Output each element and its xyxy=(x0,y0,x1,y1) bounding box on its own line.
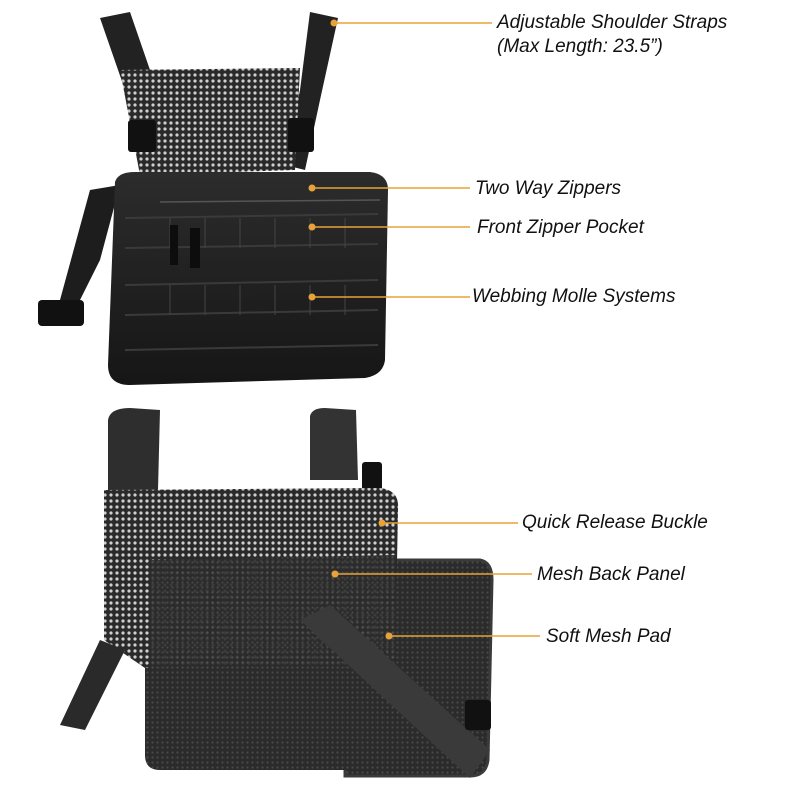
callout-title: Webbing Molle Systems xyxy=(472,286,676,307)
callout-subtitle: (Max Length: 23.5”) xyxy=(497,36,663,57)
callout-title: Adjustable Shoulder Straps xyxy=(497,12,728,33)
callout-title: Soft Mesh Pad xyxy=(546,626,671,647)
callout-lines xyxy=(308,19,540,640)
callout-two-way-zippers: Two Way Zippers xyxy=(475,177,621,201)
callout-adjustable-shoulder-straps: Adjustable Shoulder Straps (Max Length: … xyxy=(497,11,727,59)
chest-rig-back-view xyxy=(60,408,494,778)
callout-mesh-back-panel: Mesh Back Panel xyxy=(537,563,685,587)
callout-quick-release-buckle: Quick Release Buckle xyxy=(522,511,708,535)
callout-title: Quick Release Buckle xyxy=(522,512,708,533)
callout-webbing-molle-systems: Webbing Molle Systems xyxy=(472,285,675,309)
callout-title: Front Zipper Pocket xyxy=(477,217,644,238)
callout-soft-mesh-pad: Soft Mesh Pad xyxy=(546,625,671,649)
chest-rig-front-view xyxy=(38,12,388,385)
callout-title: Mesh Back Panel xyxy=(537,564,685,585)
callout-title: Two Way Zippers xyxy=(475,178,622,199)
callout-front-zipper-pocket: Front Zipper Pocket xyxy=(477,216,644,240)
